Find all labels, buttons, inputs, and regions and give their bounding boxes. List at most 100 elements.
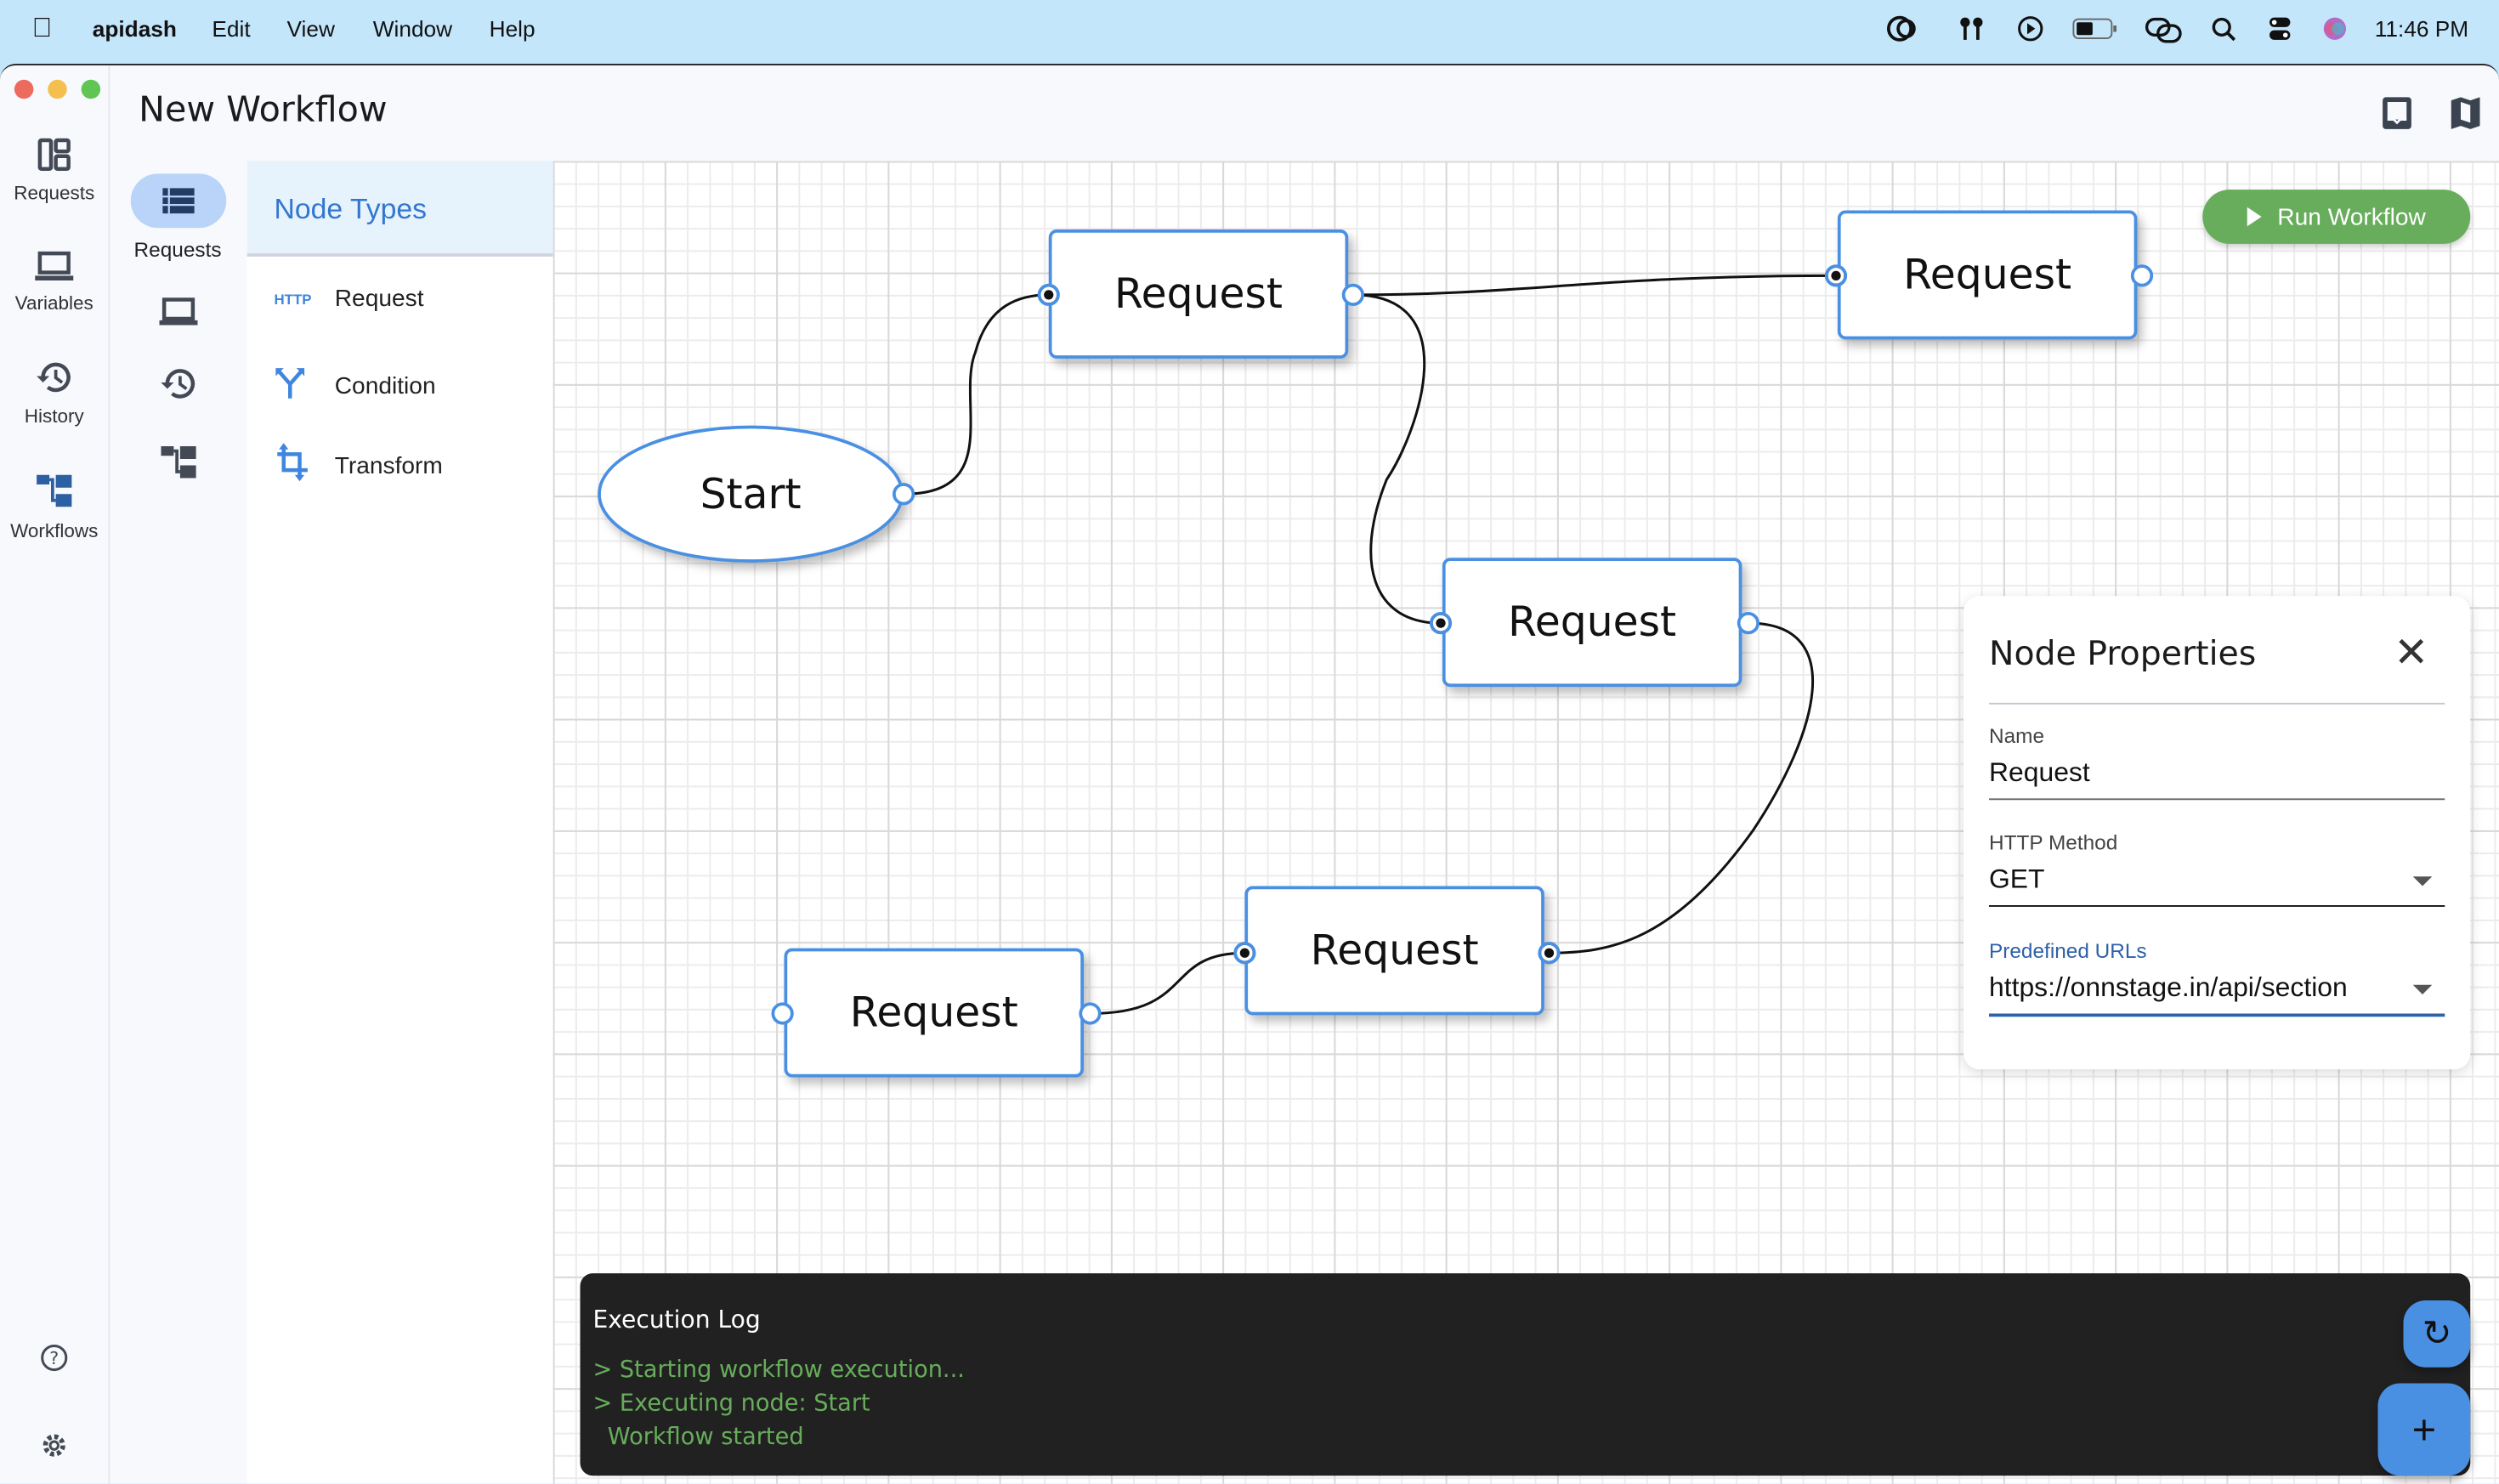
workflow-canvas[interactable]: Start Request Request Request Request Re… bbox=[552, 161, 2499, 1484]
rail-item-requests[interactable]: Requests bbox=[0, 137, 109, 204]
inbox-icon[interactable] bbox=[2381, 96, 2413, 131]
log-line: Workflow started bbox=[592, 1425, 804, 1451]
log-line: > Executing node: Start bbox=[592, 1391, 870, 1417]
plus-icon: + bbox=[2411, 1404, 2437, 1453]
workflow-icon[interactable] bbox=[161, 443, 199, 481]
predefined-urls-select[interactable]: Predefined URLs https://onnstage.in/api/… bbox=[1989, 938, 2445, 1017]
subnav-item-requests[interactable] bbox=[130, 173, 227, 229]
history-icon[interactable] bbox=[160, 366, 198, 401]
menu-edit[interactable]: Edit bbox=[212, 15, 251, 42]
http-method-value: GET bbox=[1989, 864, 2045, 894]
request-node-3[interactable]: Request bbox=[1442, 558, 1742, 688]
apple-icon[interactable]:  bbox=[32, 13, 53, 45]
node-type-condition[interactable]: Condition bbox=[275, 365, 436, 406]
edge-request-5-to-request-4 bbox=[1090, 951, 1245, 1015]
airpods-icon[interactable] bbox=[1956, 14, 1988, 48]
close-icon[interactable]: ✕ bbox=[2394, 627, 2429, 676]
name-input[interactable]: Request bbox=[1989, 757, 2445, 801]
link-icon[interactable] bbox=[2145, 16, 2184, 49]
menu-app-name[interactable]: apidash bbox=[92, 15, 177, 42]
properties-title: Node Properties bbox=[1989, 634, 2257, 673]
input-port[interactable] bbox=[771, 1002, 794, 1025]
list-icon bbox=[162, 188, 195, 214]
input-port[interactable] bbox=[1037, 283, 1060, 306]
predefined-urls-value: https://onnstage.in/api/section bbox=[1989, 971, 2348, 1003]
refresh-icon: ↻ bbox=[2422, 1313, 2452, 1353]
execution-log-title: Execution Log bbox=[592, 1305, 761, 1334]
node-type-request[interactable]: HTTP Request bbox=[275, 286, 424, 313]
menu-help[interactable]: Help bbox=[489, 15, 536, 42]
menu-view[interactable]: View bbox=[286, 15, 335, 42]
creative-cloud-icon[interactable] bbox=[1885, 14, 1920, 48]
log-line: > Starting workflow execution... bbox=[592, 1357, 965, 1384]
play-icon bbox=[2247, 207, 2262, 227]
clock: 11:46 PM bbox=[2374, 15, 2469, 42]
predefined-urls-label: Predefined URLs bbox=[1989, 938, 2147, 963]
node-type-label: Request bbox=[334, 285, 424, 313]
play-icon[interactable] bbox=[2018, 16, 2047, 49]
sub-nav: Requests bbox=[110, 65, 245, 1484]
output-port[interactable] bbox=[1538, 942, 1561, 965]
edge-request-1-to-request-2 bbox=[1352, 274, 1837, 297]
output-port[interactable] bbox=[1341, 283, 1364, 306]
name-field[interactable]: Name Request bbox=[1989, 723, 2445, 801]
history-icon bbox=[37, 362, 71, 393]
http-icon: HTTP bbox=[274, 291, 312, 307]
minimize-window-button[interactable] bbox=[48, 79, 67, 99]
run-workflow-label: Run Workflow bbox=[2277, 203, 2426, 230]
rail-item-history[interactable]: History bbox=[0, 360, 109, 428]
nav-rail: Requests Variables History Workflows ? bbox=[0, 65, 110, 1484]
search-icon[interactable] bbox=[2211, 16, 2240, 49]
request-node-2[interactable]: Request bbox=[1837, 210, 2138, 340]
start-node-label[interactable]: Start bbox=[700, 471, 802, 518]
crop-icon bbox=[275, 443, 335, 488]
laptop-icon[interactable] bbox=[159, 297, 198, 329]
rail-label: History bbox=[24, 405, 84, 428]
battery-icon[interactable] bbox=[2072, 18, 2120, 48]
zoom-window-button[interactable] bbox=[81, 79, 101, 99]
execution-log: Execution Log > Starting workflow execut… bbox=[580, 1273, 2471, 1476]
rail-item-variables[interactable]: Variables bbox=[0, 250, 109, 314]
request-node-5[interactable]: Request bbox=[784, 948, 1084, 1078]
svg-text:?: ? bbox=[49, 1348, 59, 1368]
close-window-button[interactable] bbox=[14, 79, 34, 99]
output-port[interactable] bbox=[2130, 264, 2154, 287]
rail-label: Variables bbox=[14, 292, 94, 314]
rail-item-workflows[interactable]: Workflows bbox=[0, 472, 109, 542]
dashboard-icon bbox=[37, 138, 71, 171]
refresh-button[interactable]: ↻ bbox=[2403, 1300, 2471, 1368]
siri-icon[interactable] bbox=[2322, 16, 2348, 47]
add-node-button[interactable]: + bbox=[2377, 1383, 2471, 1476]
input-port[interactable] bbox=[1233, 942, 1256, 965]
rail-label: Requests bbox=[14, 181, 95, 204]
node-type-label: Transform bbox=[334, 451, 443, 479]
node-properties-panel: Node Properties ✕ Name Request HTTP Meth… bbox=[1964, 596, 2471, 1070]
node-type-transform[interactable]: Transform bbox=[275, 443, 443, 488]
menu-bar:  apidash Edit View Window Help 11:46 PM bbox=[0, 0, 2499, 61]
help-button[interactable]: ? bbox=[0, 1344, 109, 1382]
input-port[interactable] bbox=[1429, 612, 1453, 635]
output-port[interactable] bbox=[1737, 612, 1760, 635]
map-icon[interactable] bbox=[2450, 96, 2482, 131]
workflow-icon bbox=[37, 474, 72, 507]
edges: Start bbox=[598, 274, 1837, 1015]
edge-request-1-to-request-3 bbox=[1352, 293, 1442, 625]
request-node-1[interactable]: Request bbox=[1048, 229, 1349, 359]
input-port[interactable] bbox=[1824, 264, 1848, 287]
divider bbox=[1989, 702, 2445, 705]
run-workflow-button[interactable]: Run Workflow bbox=[2202, 190, 2471, 244]
request-node-4[interactable]: Request bbox=[1244, 886, 1544, 1016]
node-type-label: Condition bbox=[334, 371, 436, 399]
http-method-select[interactable]: HTTP Method GET bbox=[1989, 830, 2445, 907]
settings-button[interactable] bbox=[0, 1431, 109, 1470]
edge-request-3-to-request-4 bbox=[1549, 621, 1815, 954]
output-port[interactable] bbox=[1079, 1002, 1102, 1025]
http-method-label: HTTP Method bbox=[1989, 830, 2118, 854]
start-output-port[interactable] bbox=[892, 483, 915, 506]
control-center-icon[interactable] bbox=[2266, 16, 2295, 49]
edge-start-to-request-1 bbox=[904, 293, 1049, 496]
fork-icon bbox=[275, 365, 335, 406]
menu-window[interactable]: Window bbox=[372, 15, 453, 42]
subnav-label: Requests bbox=[133, 237, 222, 262]
node-types-panel: Node Types HTTP Request Condition Transf… bbox=[246, 161, 553, 1484]
